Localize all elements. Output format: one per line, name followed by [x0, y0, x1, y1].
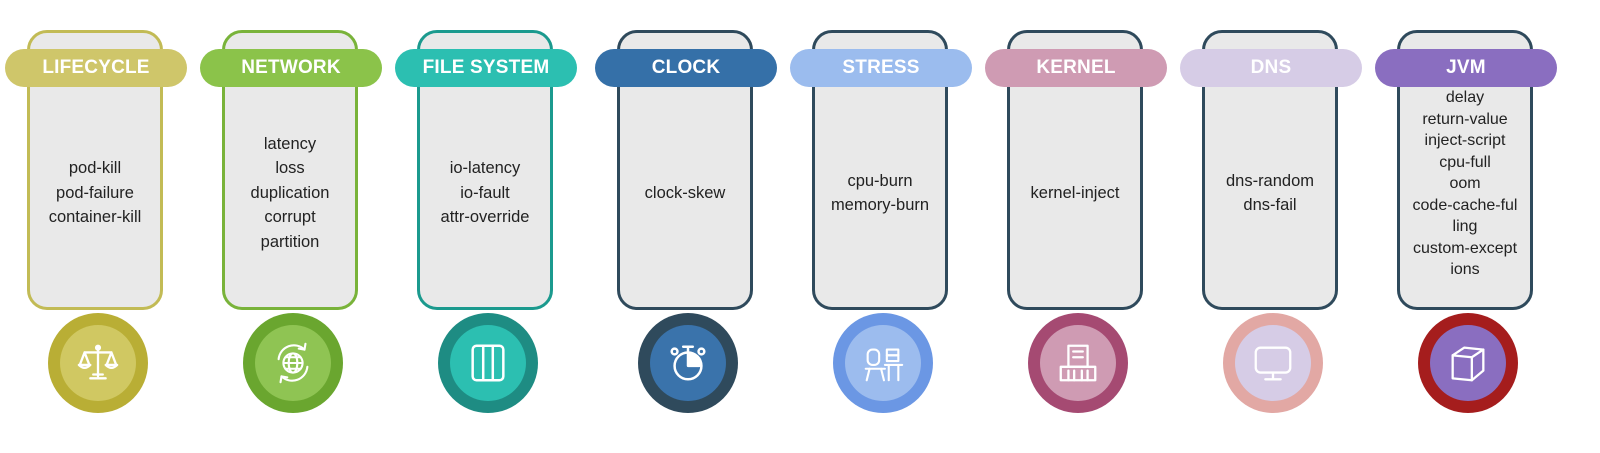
- category-clock: CLOCK clock-skew: [590, 0, 790, 453]
- category-stress: STRESS cpu-burn memory-burn: [785, 0, 985, 453]
- category-items: kernel-inject: [1010, 88, 1140, 298]
- category-badge: [243, 313, 343, 413]
- monitor-icon: [1254, 346, 1292, 381]
- fault-item: ions: [1450, 261, 1480, 279]
- category-network: NETWORK latency loss duplication corrupt…: [195, 0, 395, 453]
- category-title: LIFECYCLE: [5, 49, 187, 87]
- category-items: io-latency io-fault attr-override: [420, 88, 550, 298]
- fault-item: code-cache-ful: [1412, 196, 1518, 214]
- category-badge: [638, 313, 738, 413]
- stopwatch-icon: [670, 345, 706, 381]
- globe-sync-icon: [277, 342, 309, 384]
- fault-item: kernel-inject: [1030, 183, 1120, 202]
- fault-item: partition: [260, 232, 320, 251]
- file-cabinet-icon: [471, 344, 505, 382]
- fault-item: oom: [1449, 175, 1481, 193]
- category-badge: [438, 313, 538, 413]
- fault-item: pod-kill: [68, 159, 122, 178]
- category-items: dns-random dns-fail: [1205, 88, 1335, 298]
- category-title: CLOCK: [595, 49, 777, 87]
- fault-item: io-fault: [460, 183, 510, 202]
- category-title: STRESS: [790, 49, 972, 87]
- category-items: latency loss duplication corrupt partiti…: [225, 88, 355, 298]
- fault-item: latency: [263, 134, 317, 153]
- category-badge: [1028, 313, 1128, 413]
- fault-item: return-value: [1422, 110, 1508, 128]
- fault-item: ling: [1452, 218, 1478, 236]
- category-items: delay return-value inject-script cpu-ful…: [1400, 86, 1530, 282]
- category-badge: [833, 313, 933, 413]
- fault-item: pod-failure: [56, 183, 134, 202]
- category-badge: [1418, 313, 1518, 413]
- fault-item: cpu-burn: [847, 171, 913, 190]
- fault-item: loss: [275, 159, 305, 178]
- fault-item: dns-fail: [1243, 196, 1297, 214]
- category-badge: [48, 313, 148, 413]
- category-title: KERNEL: [985, 49, 1167, 87]
- building-icon: [1059, 344, 1097, 382]
- fault-item: clock-skew: [644, 183, 726, 202]
- fault-item: io-latency: [449, 159, 521, 178]
- category-title: JVM: [1375, 49, 1557, 87]
- scales-icon: [77, 344, 119, 380]
- category-items: cpu-burn memory-burn: [815, 88, 945, 298]
- fault-item: memory-burn: [830, 196, 930, 214]
- category-title: FILE SYSTEM: [395, 49, 577, 87]
- category-items: pod-kill pod-failure container-kill: [30, 88, 160, 298]
- fault-item: attr-override: [440, 208, 530, 227]
- category-badge: [1223, 313, 1323, 413]
- fault-item: corrupt: [264, 208, 316, 227]
- fault-item: cpu-full: [1439, 153, 1491, 171]
- category-title: NETWORK: [200, 49, 382, 87]
- fault-item: duplication: [250, 183, 330, 202]
- category-lifecycle: LIFECYCLE pod-kill pod-failure container…: [0, 0, 200, 453]
- fault-item: delay: [1445, 89, 1485, 107]
- fault-item: inject-script: [1424, 132, 1506, 150]
- category-items: clock-skew: [620, 88, 750, 298]
- category-file-system: FILE SYSTEM io-latency io-fault attr-ove…: [390, 0, 590, 453]
- cube-icon: [1451, 346, 1485, 382]
- desk-worker-icon: [864, 348, 904, 382]
- fault-item: container-kill: [48, 208, 142, 227]
- fault-item: custom-except: [1412, 239, 1518, 257]
- category-kernel: KERNEL kernel-inject: [980, 0, 1180, 453]
- category-dns: DNS dns-random dns-fail: [1175, 0, 1375, 453]
- category-jvm: JVM delay return-value inject-script cpu…: [1370, 0, 1570, 453]
- category-title: DNS: [1180, 49, 1362, 87]
- fault-item: dns-random: [1225, 171, 1315, 190]
